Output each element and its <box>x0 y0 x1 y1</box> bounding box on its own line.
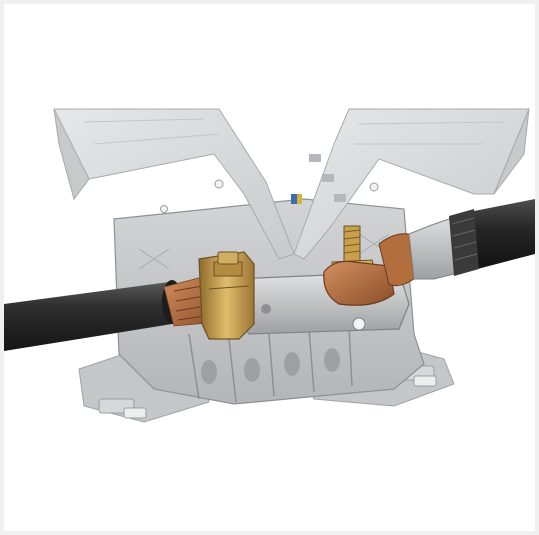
terminal-block-illustration <box>4 108 535 423</box>
label-marker-icon <box>291 194 297 204</box>
left-cover <box>53 108 295 260</box>
photo-frame <box>4 4 535 531</box>
right-cable <box>408 199 535 280</box>
right-cover <box>291 108 530 260</box>
cable-lug <box>323 233 415 306</box>
brass-clamp <box>198 251 255 340</box>
